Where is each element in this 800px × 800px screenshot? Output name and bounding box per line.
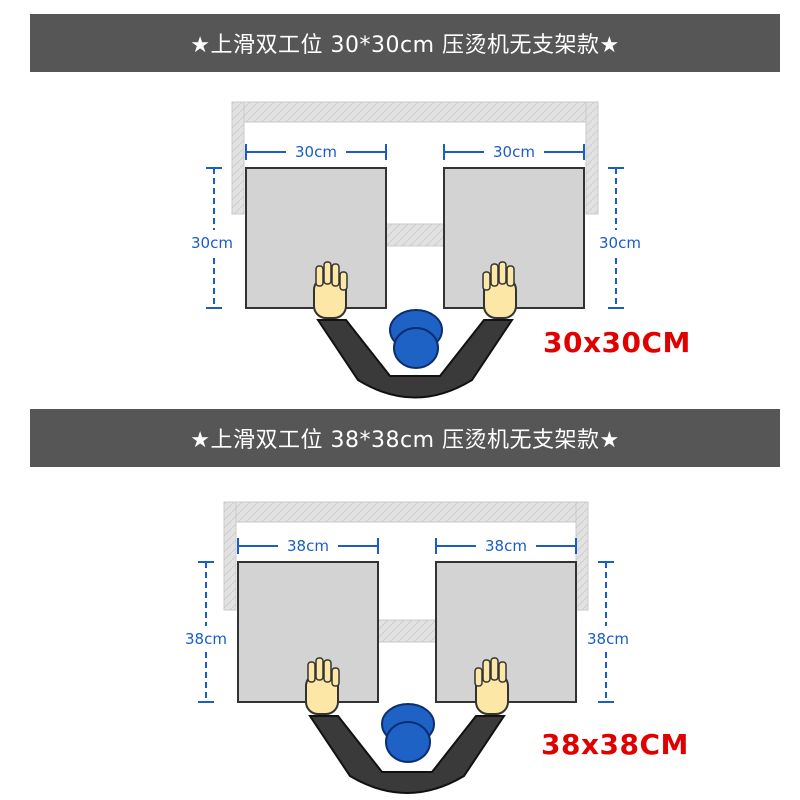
section-title-30: ★上滑双工位 30*30cm 压烫机无支架款★ — [190, 33, 620, 58]
right-height-label: 38cm — [587, 630, 629, 648]
right-hand-icon — [482, 261, 517, 319]
left-hand-icon — [305, 657, 340, 715]
left-height-label: 38cm — [185, 630, 227, 648]
press-layout-diagram-38: 38cm 38cm 38cm 38cm — [180, 501, 634, 794]
right-hand-icon — [474, 657, 509, 715]
left-width-label: 38cm — [287, 537, 329, 555]
section-title-38: ★上滑双工位 38*38cm 压烫机无支架款★ — [190, 428, 620, 453]
left-height-label: 30cm — [191, 234, 233, 252]
size-label-30: 30x30CM — [543, 326, 691, 359]
size-label-38: 38x38CM — [541, 728, 689, 761]
right-height-label: 30cm — [599, 234, 641, 252]
right-width-label: 38cm — [485, 537, 527, 555]
slide-rail — [223, 501, 589, 643]
left-hand-icon — [313, 261, 348, 319]
press-layout-diagram-30: 30cm 30cm 30cm 30cm — [186, 101, 646, 399]
right-width-label: 30cm — [493, 143, 535, 161]
operator-figure-icon — [313, 261, 517, 399]
left-width-label: 30cm — [295, 143, 337, 161]
section-banner-38: ★上滑双工位 38*38cm 压烫机无支架款★ — [30, 409, 780, 467]
operator-figure-icon — [305, 657, 509, 794]
section-banner-30: ★上滑双工位 30*30cm 压烫机无支架款★ — [30, 14, 780, 72]
